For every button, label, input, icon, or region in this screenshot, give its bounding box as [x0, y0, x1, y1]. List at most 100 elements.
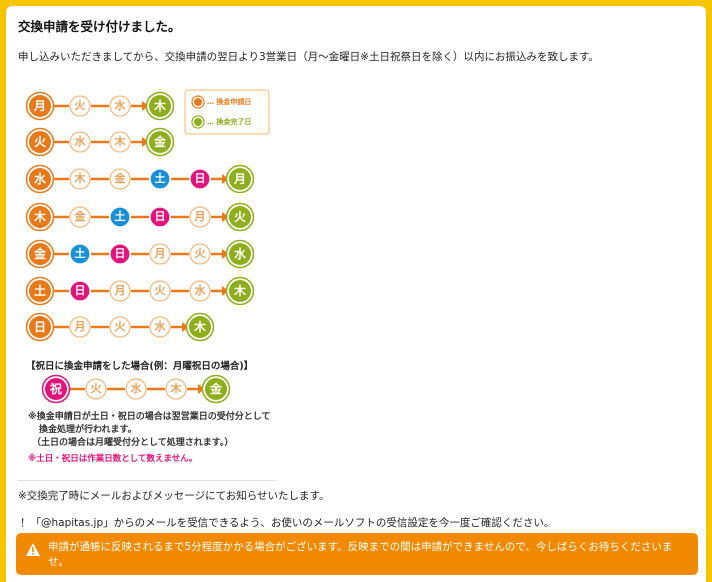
page-title: 交換申請を受け付けました。: [18, 19, 181, 34]
day-circle: [149, 131, 171, 153]
description-text: 申し込みいただきましてから、交換申請の翌日より3営業日（月～金曜日※土日祝祭日を…: [18, 51, 599, 63]
day-label: 月: [114, 284, 126, 297]
day-label: 火: [33, 135, 46, 149]
arrow-head: [198, 384, 205, 394]
day-circle: [189, 206, 211, 228]
day-circle: [69, 243, 91, 265]
day-label: 土: [154, 172, 166, 185]
legend-completed-label: … 換金完了日: [207, 118, 252, 126]
day-label: 金: [209, 382, 222, 396]
holiday-note-line2: 換金処理が行われます。: [39, 425, 137, 435]
legend-box: [184, 89, 270, 135]
day-label: 水: [194, 284, 206, 297]
day-circle: [149, 280, 171, 302]
day-circle: [109, 280, 131, 302]
day-circle: [149, 95, 171, 117]
day-label: 火: [74, 99, 86, 112]
divider: [18, 480, 276, 481]
day-circle: [29, 206, 51, 228]
day-circle: [109, 168, 131, 190]
day-label: 日: [74, 284, 86, 297]
day-circle: [69, 206, 91, 228]
day-label: 水: [233, 247, 246, 261]
day-label: 火: [90, 382, 102, 395]
day-label: 日: [114, 247, 126, 260]
day-circle: [229, 206, 251, 228]
day-label: 日: [154, 210, 166, 223]
legend-applied-label: … 換金申請日: [207, 98, 252, 106]
day-label: 日: [194, 172, 206, 185]
day-circle: [69, 168, 91, 190]
day-circle: [149, 243, 171, 265]
holiday-note-line1: ※換金申請日が土日・祝日の場合は翌営業日の受付分として: [28, 412, 271, 422]
holiday-note-line3: （土日の場合は月曜受付分として処理されます。）: [32, 438, 234, 448]
arrow-head: [222, 174, 229, 184]
day-circle: [149, 168, 171, 190]
day-circle: [229, 168, 251, 190]
day-circle: [109, 206, 131, 228]
arrow-head: [182, 322, 189, 332]
day-circle: [45, 378, 67, 400]
day-circle: [29, 95, 51, 117]
day-label: 土: [33, 284, 46, 298]
day-label: 月: [154, 247, 166, 260]
day-label: 水: [154, 320, 166, 333]
day-circle: [189, 316, 211, 338]
arrow-head: [222, 286, 229, 296]
day-label: 金: [33, 247, 46, 261]
day-circle: [189, 280, 211, 302]
day-circle: [109, 95, 131, 117]
day-label: 水: [114, 99, 126, 112]
day-circle: [29, 131, 51, 153]
day-circle: [125, 378, 147, 400]
day-circle: [205, 378, 227, 400]
day-circle: [29, 280, 51, 302]
day-label: 水: [33, 172, 46, 186]
email-notice: ※交換完了時にメールおよびメッセージにてお知らせいたします。: [18, 490, 330, 502]
day-circle: [149, 206, 171, 228]
day-circle: [69, 280, 91, 302]
domain-notice: ！「@hapitas.jp」からのメールを受信できるよう、お使いのメールソフトの…: [20, 517, 555, 529]
day-label: 木: [114, 135, 126, 148]
arrow-head: [142, 137, 149, 147]
day-label: 火: [194, 247, 206, 260]
day-label: 土: [114, 210, 126, 223]
day-label: 火: [114, 320, 126, 333]
holiday-pink-note: ※土日・祝日は作業日数として数えません。: [28, 454, 198, 464]
day-circle: [69, 131, 91, 153]
day-label: 金: [114, 172, 126, 185]
day-label: 月: [233, 172, 246, 186]
day-circle: [109, 131, 131, 153]
day-circle: [189, 243, 211, 265]
day-label: 月: [194, 210, 206, 223]
day-label: 木: [153, 99, 166, 113]
day-label: 木: [193, 320, 206, 334]
arrow-head: [222, 249, 229, 259]
day-label: 木: [170, 382, 182, 395]
day-label: 祝: [49, 382, 62, 396]
day-circle: [29, 243, 51, 265]
day-label: 木: [74, 172, 86, 185]
warning-alert: 申請が通帳に反映されるまで5分程度かかる場合がございます。反映までの間は申請がで…: [16, 533, 698, 575]
result-card: 交換申請を受け付けました。 申し込みいただきましてから、交換申請の翌日より3営業…: [6, 6, 706, 582]
day-circle: [165, 378, 187, 400]
day-label: 土: [74, 247, 86, 260]
alert-text: 申請が通帳に反映されるまで5分程度かかる場合がございます。反映までの間は申請がで…: [48, 541, 673, 568]
day-circle: [229, 280, 251, 302]
day-label: 火: [154, 284, 166, 297]
day-label: 木: [33, 210, 46, 224]
holiday-section-title: 【祝日に換金申請をした場合(例：月曜祝日の場合)】: [26, 361, 254, 372]
day-label: 日: [33, 320, 46, 334]
schedule-graphic: [25, 89, 270, 404]
day-circle: [109, 243, 131, 265]
warning-icon: [26, 543, 40, 556]
day-circle: [189, 168, 211, 190]
day-circle: [29, 168, 51, 190]
day-label: 月: [33, 99, 46, 113]
day-label: 木: [233, 284, 246, 298]
day-circle: [85, 378, 107, 400]
legend-completed-dot: [194, 118, 202, 126]
legend-applied-dot: [194, 98, 202, 106]
schedule-diagram: 月火水木火水木金水木金土日月木金土日月火金土日月火水土日月火水木日月火水木… 換…: [6, 6, 706, 476]
day-circle: [69, 95, 91, 117]
